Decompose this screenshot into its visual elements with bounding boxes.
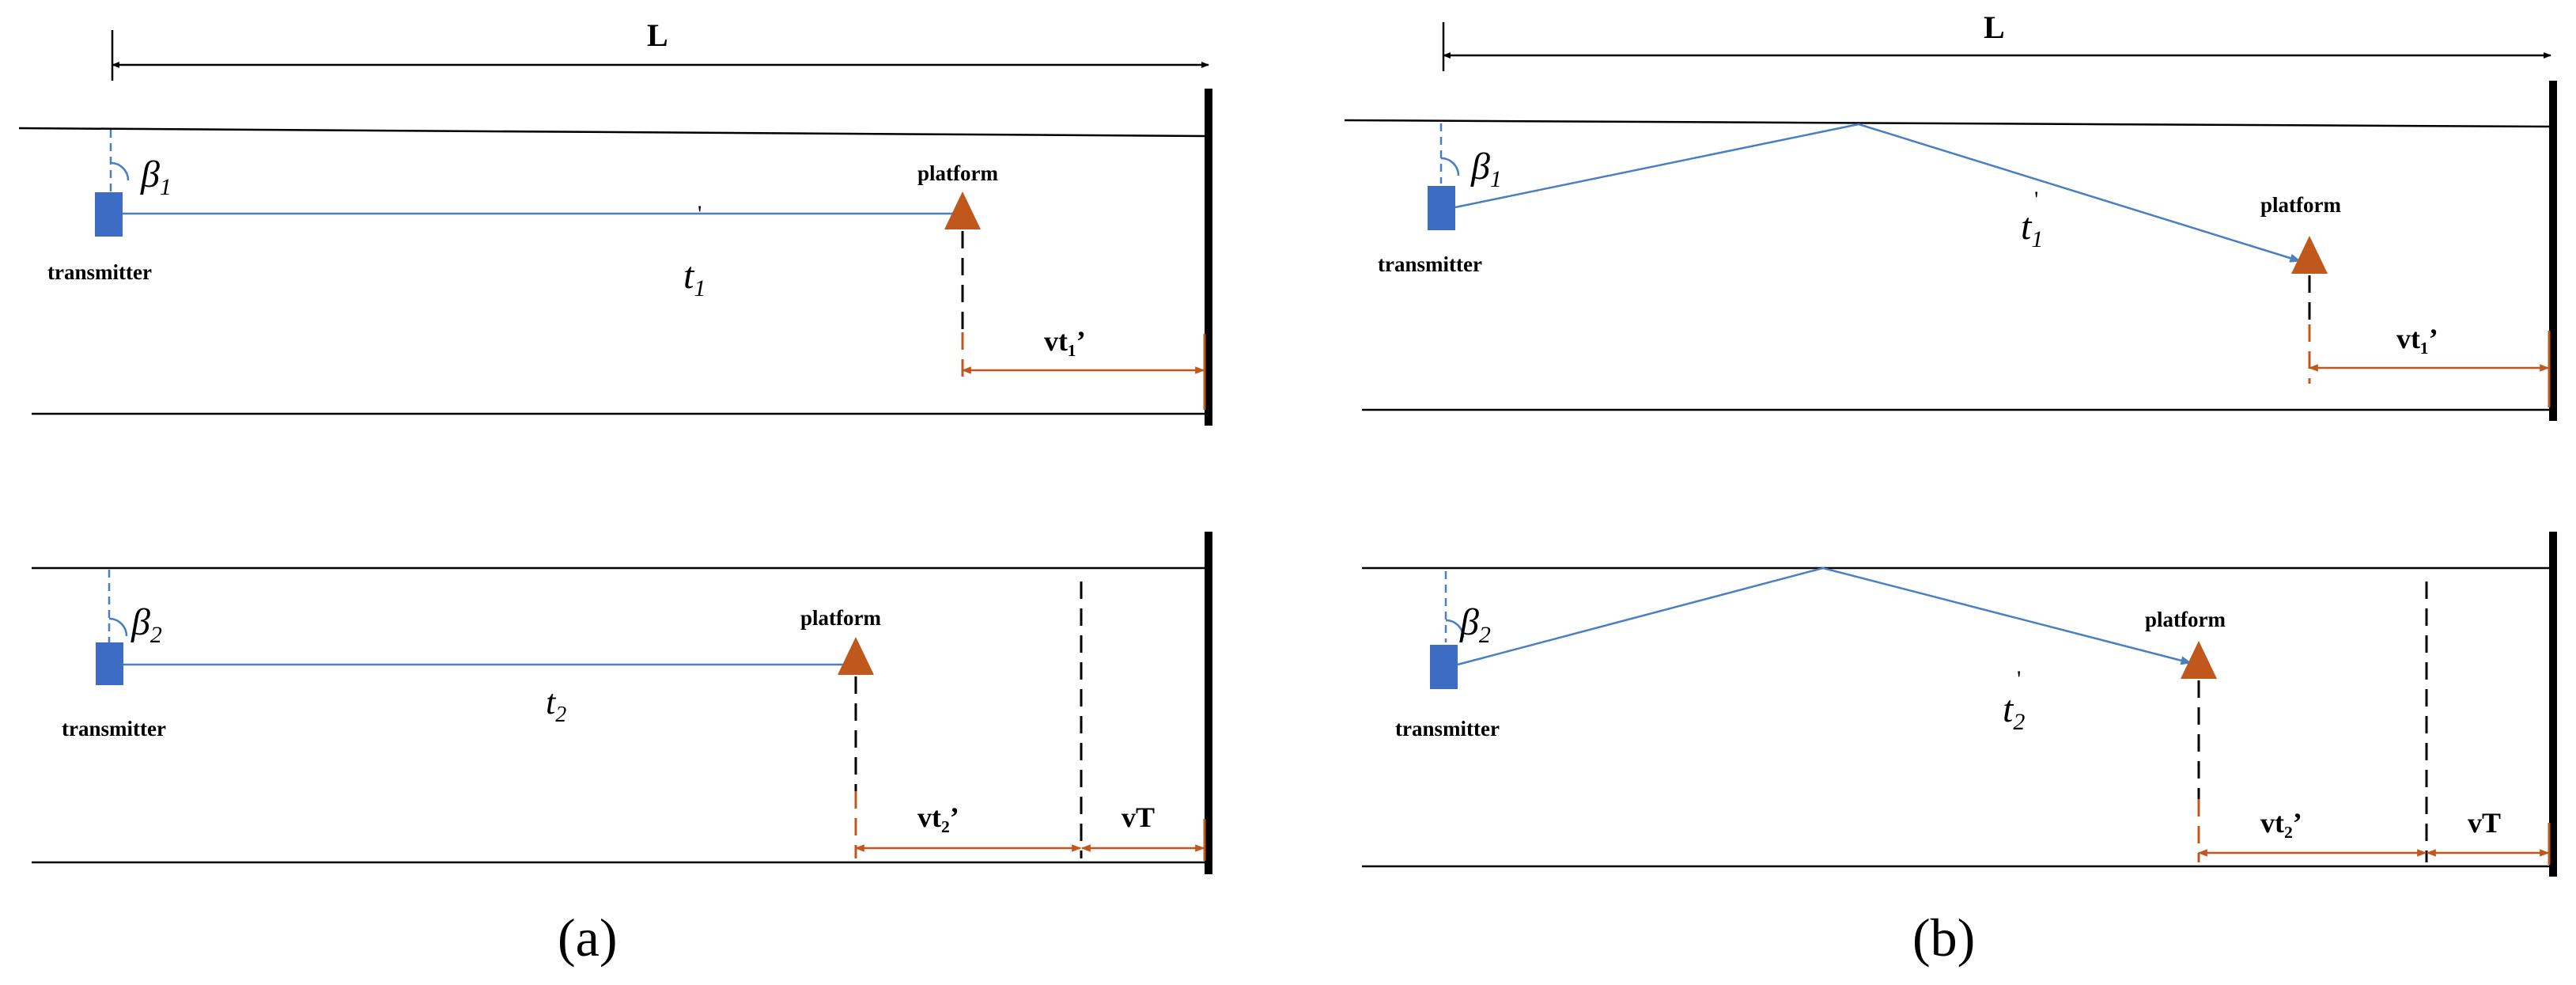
transmitter-icon — [96, 642, 123, 685]
panel-b-top: L β1 transmitter t1 ' platform vt₁’ — [1344, 9, 2557, 421]
platform-label: platform — [2260, 193, 2341, 217]
platform-icon — [944, 191, 981, 229]
transmitter-label: transmitter — [47, 260, 152, 284]
beta-label: β2 — [131, 601, 162, 648]
panel-a-bottom: β2 transmitter t2 platform vt₂’ vT — [32, 532, 1212, 874]
panel-b-bottom: β2 transmitter t2 ' platform vt₂’ vT — [1362, 532, 2557, 877]
platform-label: platform — [2145, 608, 2226, 631]
panel-a-top: L β1 transmitter t1 ' platform vt₁’ — [18, 17, 1212, 426]
platform-label: platform — [800, 606, 881, 630]
transmitter-label: transmitter — [1395, 717, 1500, 741]
transmitter-icon — [95, 192, 123, 237]
vT-label: vT — [1122, 801, 1155, 833]
travel-time-prime: ' — [698, 201, 702, 227]
platform-label: platform — [917, 161, 998, 185]
transmitter-label: transmitter — [62, 717, 166, 741]
transmitter-icon — [1428, 186, 1455, 230]
length-label: L — [647, 17, 668, 53]
platform-icon — [2181, 641, 2217, 679]
beta-label: β1 — [140, 153, 172, 200]
beta-angle-arc — [1445, 619, 1465, 638]
travel-time-label: t2 — [2003, 688, 2025, 735]
top-boundary — [18, 127, 1209, 138]
top-boundary — [1344, 119, 2551, 128]
length-label: L — [1984, 9, 2005, 45]
transmitter-label: transmitter — [1378, 252, 1482, 276]
vt2-label: vt₂’ — [2260, 807, 2302, 839]
platform-icon — [838, 637, 874, 675]
travel-time-prime: ' — [2034, 187, 2038, 213]
reflected-ray — [1457, 566, 2192, 666]
vt1-label: vt₁’ — [2396, 323, 2438, 354]
vt2-label: vt₂’ — [917, 801, 959, 833]
caption-a: (a) — [558, 907, 617, 968]
travel-time-label: t1 — [2021, 206, 2043, 252]
travel-time-label: t1 — [683, 255, 705, 301]
travel-time-label: t2 — [546, 683, 566, 727]
travel-time-prime: ' — [2017, 666, 2021, 692]
reflected-ray — [1454, 123, 2302, 263]
beta-angle-arc — [1440, 157, 1460, 176]
platform-icon — [2291, 236, 2328, 274]
vT-label: vT — [2468, 807, 2501, 839]
beta-label: β2 — [1459, 601, 1491, 648]
caption-b: (b) — [1912, 907, 1975, 968]
transmitter-icon — [1430, 645, 1458, 689]
vt1-label: vt₁’ — [1044, 325, 1086, 357]
beta-angle-arc — [108, 617, 128, 637]
beta-angle-arc — [110, 161, 130, 181]
beta-label: β1 — [1470, 146, 1502, 192]
